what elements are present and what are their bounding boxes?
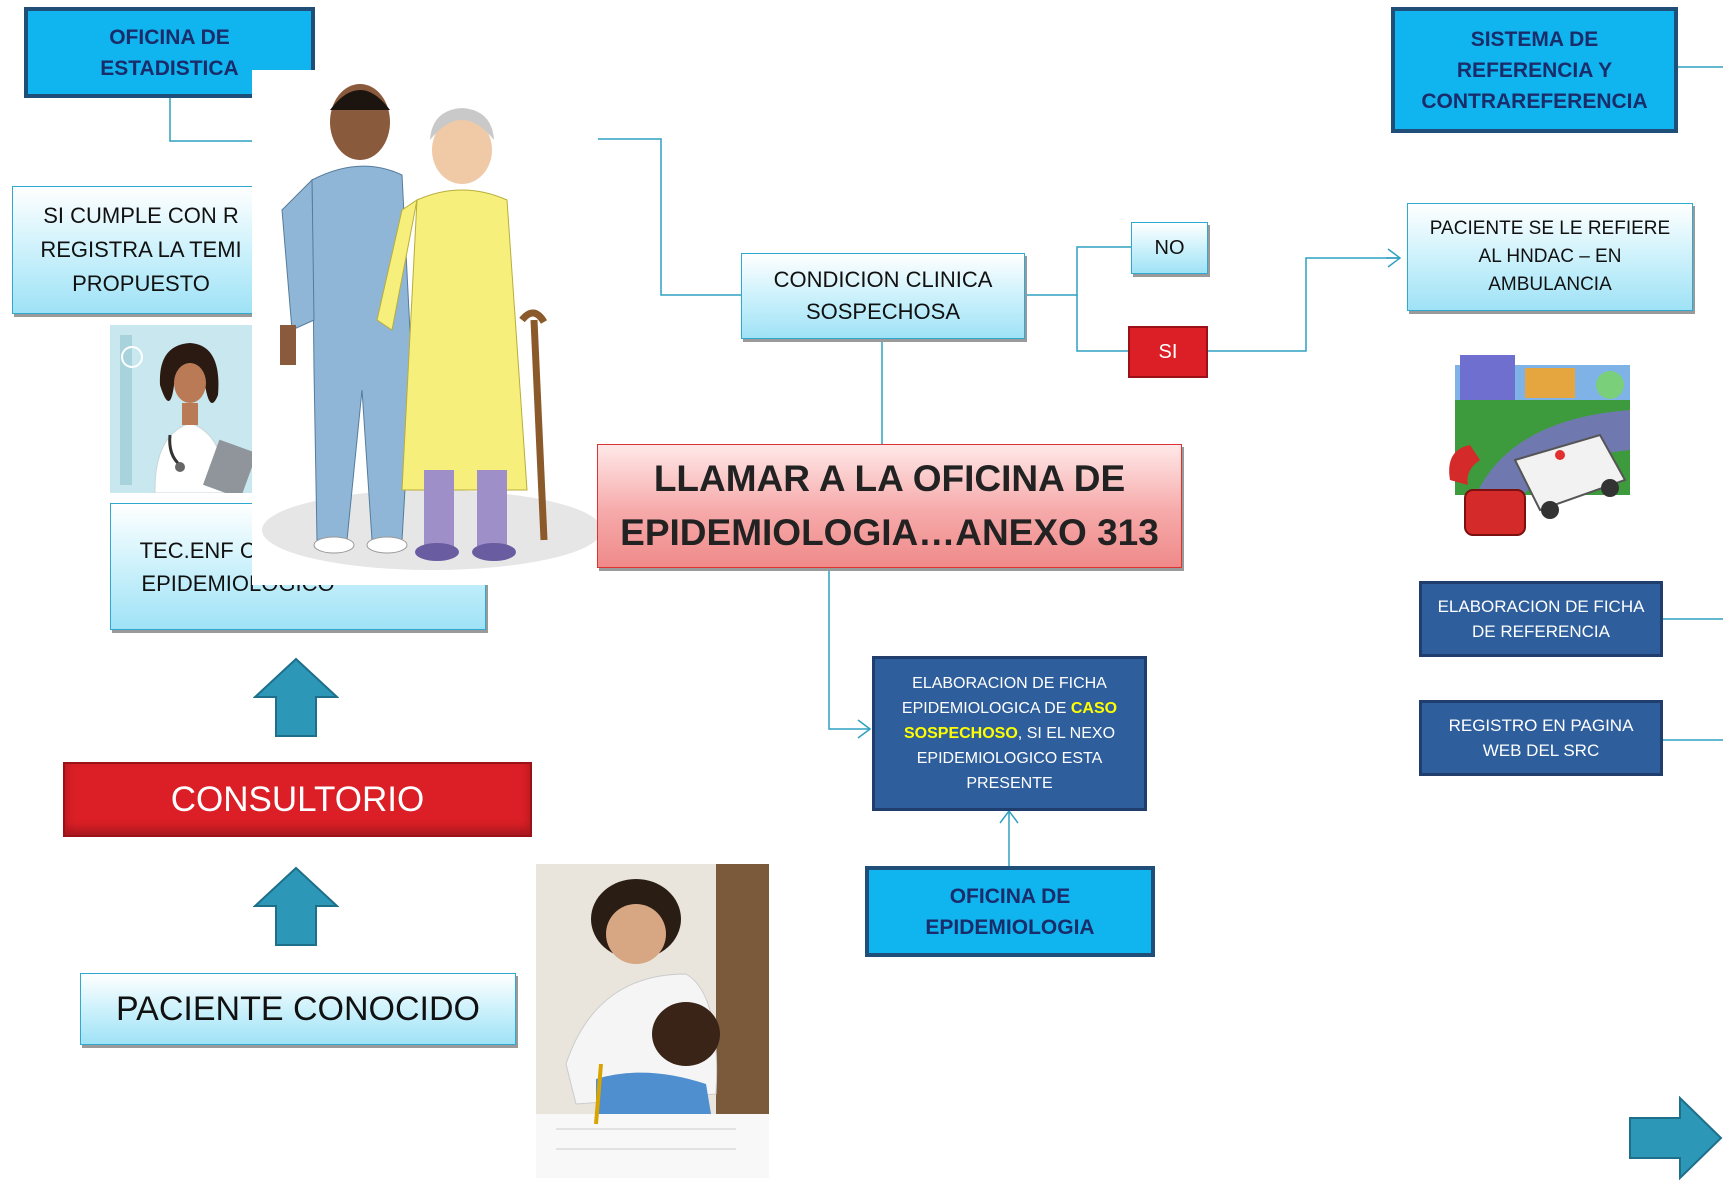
ficha-referencia-box: ELABORACION DE FICHA DE REFERENCIA (1419, 581, 1663, 657)
doctor-clipart (110, 325, 270, 493)
sistema-referencia-label: SISTEMA DE REFERENCIA Y CONTRAREFERENCIA (1421, 27, 1648, 113)
si-box: SI (1128, 326, 1208, 378)
oficina-epidemiologia-box: OFICINA DE EPIDEMIOLOGIA (865, 866, 1155, 957)
connector-photo-condicion (598, 138, 741, 296)
oficina-epidemiologia-label: OFICINA DE EPIDEMIOLOGIA (925, 884, 1095, 939)
ambulance-clipart (1440, 350, 1640, 545)
right-arrow-icon (1629, 1096, 1723, 1180)
registro-web-box: REGISTRO EN PAGINA WEB DEL SRC (1419, 700, 1663, 776)
oficina-estadistica-box: OFICINA DE ESTADISTICA (24, 7, 315, 98)
llamar-epidemiologia-box: LLAMAR A LA OFICINA DE EPIDEMIOLOGIA…ANE… (597, 444, 1182, 568)
ficha-epidemiologica-box: ELABORACION DE FICHA EPIDEMIOLOGICA DE C… (872, 656, 1147, 811)
arrowhead-oficina (999, 809, 1019, 824)
no-box: NO (1131, 222, 1208, 274)
connector-si-refiere (1208, 257, 1400, 352)
caso-sospechoso-highlight: CASO SOSPECHOSO (903, 700, 1118, 742)
oficina-estadistica-label: OFICINA DE ESTADISTICA (100, 25, 239, 80)
paciente-conocido-label: PACIENTE CONOCIDO (116, 989, 480, 1028)
sistema-referencia-box: SISTEMA DE REFERENCIA Y CONTRAREFERENCIA (1391, 7, 1678, 133)
condicion-clinica-label: CONDICION CLINICA SOSPECHOSA (773, 267, 993, 324)
llamar-epidemiologia-label: LLAMAR A LA OFICINA DE EPIDEMIOLOGIA…ANE… (620, 458, 1159, 553)
paciente-refiere-label: PACIENTE SE LE REFIERE AL HNDAC – EN AMB… (1429, 218, 1671, 295)
nurse-child-photo (536, 864, 769, 1178)
condicion-clinica-box: CONDICION CLINICA SOSPECHOSA (741, 253, 1025, 339)
paciente-conocido-box: PACIENTE CONOCIDO (80, 973, 516, 1045)
si-label: SI (1158, 340, 1178, 363)
consultorio-label: CONSULTORIO (170, 779, 425, 819)
consultorio-box: CONSULTORIO (63, 762, 532, 837)
ficha-epi-after: , SI EL NEXO EPIDEMIOLOGICO ESTA PRESENT… (916, 725, 1116, 792)
registro-web-label: REGISTRO EN PAGINA WEB DEL SRC (1448, 716, 1634, 760)
arrowhead-ficha (857, 719, 872, 739)
connector-condicion-si (1076, 295, 1128, 352)
connector-llamar-ficha (828, 568, 870, 730)
ficha-epi-before: ELABORACION DE FICHA EPIDEMIOLOGICA DE (901, 675, 1107, 717)
ficha-referencia-label: ELABORACION DE FICHA DE REFERENCIA (1437, 597, 1645, 641)
no-label: NO (1154, 236, 1185, 259)
connector-condicion-no (1024, 246, 1131, 296)
si-cumple-label: SI CUMPLE CON R REGISTRA LA TEMI PROPUES… (40, 203, 242, 296)
patient-walking-clipart (252, 70, 598, 585)
up-arrow-icon (253, 657, 339, 737)
ficha-epidemiologica-text: ELABORACION DE FICHA EPIDEMIOLOGICA DE C… (887, 671, 1132, 796)
arrowhead-refiere (1387, 248, 1402, 268)
connector-estadistica (169, 94, 252, 142)
si-cumple-box: SI CUMPLE CON R REGISTRA LA TEMI PROPUES… (12, 186, 270, 314)
up-arrow-icon (253, 866, 339, 946)
paciente-refiere-box: PACIENTE SE LE REFIERE AL HNDAC – EN AMB… (1407, 203, 1693, 311)
